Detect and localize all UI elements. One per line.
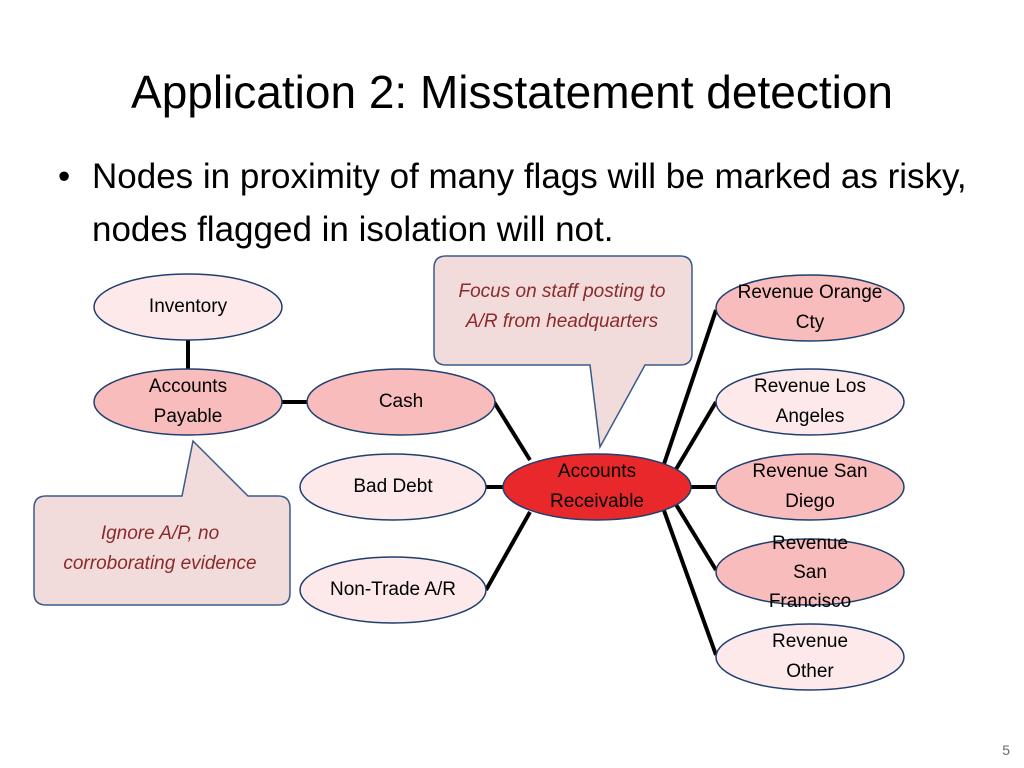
node-revenue-la: Revenue Los Angeles — [754, 376, 866, 427]
focus-callout-shape — [433, 255, 693, 450]
graph-edges — [186, 309, 718, 656]
edge-ar-sf — [670, 496, 718, 572]
node-revenue-orange-shape — [715, 274, 905, 342]
graph-nodes — [93, 273, 905, 691]
ignore-callout-text: Ignore A/P, no corroborating evidence — [63, 523, 257, 574]
node-non-trade-ar: Non-Trade A/R — [329, 579, 456, 600]
bullet-text: Nodes in proximity of many flags will be… — [92, 157, 967, 249]
node-revenue-sf-shape — [715, 538, 905, 606]
node-accounts-receivable-shape — [502, 453, 692, 521]
node-inventory-shape — [93, 273, 283, 341]
node-bad-debt: Bad Debt — [353, 476, 433, 497]
node-revenue-sf: Revenue San Francisco — [768, 532, 852, 612]
node-cash-shape — [306, 368, 496, 436]
node-revenue-sd-shape — [715, 453, 905, 521]
node-bad-debt-shape — [299, 453, 487, 521]
node-accounts-receivable: Accounts Receivable — [550, 461, 644, 512]
edge-ar-orange — [660, 309, 718, 471]
edge-ar-la — [670, 400, 718, 478]
edge-nontrade-ar — [484, 511, 532, 591]
page-number: 5 — [1002, 742, 1010, 758]
node-accounts-payable-shape — [93, 368, 283, 436]
node-inventory: Inventory — [148, 296, 228, 317]
edge-cash-ar — [492, 400, 532, 462]
node-non-trade-ar-shape — [299, 556, 487, 624]
node-revenue-other: Revenue Other — [771, 631, 849, 682]
node-accounts-payable: Accounts Payable — [148, 376, 228, 427]
focus-callout-text: Focus on staff posting to A/R from headq… — [458, 281, 666, 332]
node-revenue-la-shape — [715, 368, 905, 436]
bullet-icon: • — [58, 157, 71, 196]
node-revenue-other-shape — [715, 623, 905, 691]
edge-ar-other — [660, 504, 718, 656]
node-revenue-orange: Revenue Orange Cty — [737, 282, 883, 333]
slide-title: Application 2: Misstatement detection — [131, 66, 893, 118]
ignore-callout-shape — [33, 439, 291, 606]
node-cash: Cash — [378, 391, 424, 412]
node-revenue-sd: Revenue San Diego — [752, 461, 868, 512]
